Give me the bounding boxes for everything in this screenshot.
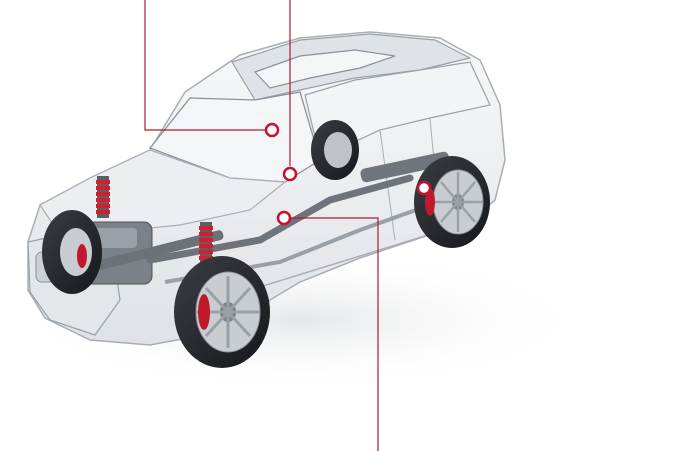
rear-axle — [360, 151, 450, 183]
front-axle — [96, 230, 224, 270]
hotspot-rear-suspension[interactable] — [416, 180, 432, 196]
front-spring-left — [96, 176, 110, 218]
hotspot-ring-icon — [276, 210, 292, 226]
hotspot-front-pillar[interactable] — [282, 166, 298, 182]
hotspot-ring-icon — [264, 122, 280, 138]
wheels — [42, 120, 490, 368]
callout-line-windshield — [144, 0, 266, 131]
hotspot-door-sill[interactable] — [276, 210, 292, 226]
hotspot-ring-icon — [282, 166, 298, 182]
front-left-wheel — [42, 210, 102, 294]
hotspot-ring-icon — [416, 180, 432, 196]
rear-left-wheel — [311, 120, 359, 180]
callout-lines — [144, 0, 379, 451]
rear-right-wheel — [414, 156, 490, 248]
front-right-wheel — [174, 256, 270, 368]
callout-line-sill — [290, 217, 379, 451]
hotspot-windshield[interactable] — [264, 122, 280, 138]
front-spring-right — [199, 222, 213, 264]
